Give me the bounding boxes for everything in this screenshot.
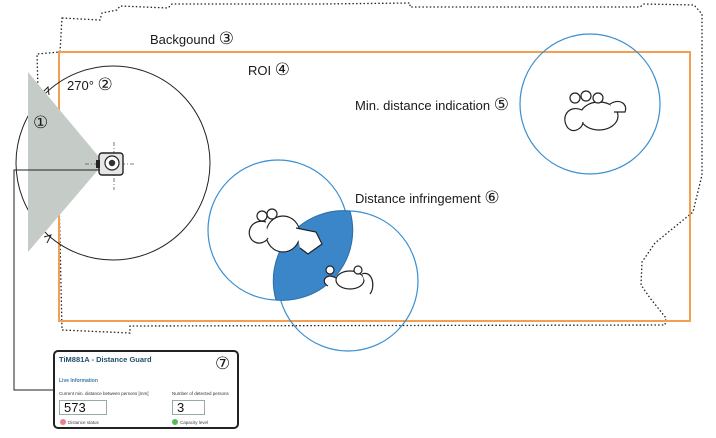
person-icon bbox=[248, 208, 323, 255]
panel-title: TiM881A - Distance Guard bbox=[59, 355, 152, 364]
background-number: ③ bbox=[218, 29, 234, 48]
capacity-level-dot bbox=[172, 419, 178, 425]
angle-label: 270° ② bbox=[67, 75, 113, 95]
field-of-view-circle bbox=[15, 65, 211, 261]
distance-guard-panel: TiM881A - Distance Guard ⑦ Live Informat… bbox=[53, 350, 239, 429]
panel-number: ⑦ bbox=[215, 354, 231, 373]
distance-caption: Current min. distance between persons [m… bbox=[59, 391, 149, 396]
roi-number: ④ bbox=[274, 60, 290, 79]
person-icon bbox=[323, 265, 374, 295]
distance-status-label: Distance status bbox=[68, 420, 99, 425]
distance-status-dot bbox=[60, 419, 66, 425]
angle-label-text: 270° bbox=[67, 78, 94, 93]
sensor-number: ① bbox=[33, 113, 49, 132]
distance-value-field: 573 bbox=[59, 400, 107, 415]
count-caption: Number of detected persons bbox=[172, 391, 229, 396]
infringement-label-text: Distance infringement bbox=[355, 191, 481, 206]
background-label: Backgound ③ bbox=[150, 29, 234, 49]
roi-rectangle bbox=[58, 51, 691, 322]
infringement-label: Distance infringement ⑥ bbox=[355, 188, 500, 208]
background-label-text: Backgound bbox=[150, 32, 216, 47]
min-distance-label: Min. distance indication ⑤ bbox=[355, 95, 509, 115]
live-information-heading: Live Information bbox=[59, 378, 98, 384]
min-distance-number: ⑤ bbox=[493, 95, 510, 114]
capacity-level-label: Capacity level bbox=[180, 420, 209, 425]
sensor-blind-wedge bbox=[28, 72, 104, 252]
angle-number: ② bbox=[97, 75, 113, 94]
infringement-number: ⑥ bbox=[484, 188, 500, 207]
roi-label: ROI ④ bbox=[248, 60, 290, 80]
sensor-icon bbox=[96, 152, 124, 176]
connection-line bbox=[13, 169, 100, 391]
count-value-field: 3 bbox=[172, 400, 205, 415]
fov-arrow-top bbox=[42, 85, 50, 96]
roi-label-text: ROI bbox=[248, 63, 272, 78]
person-icon bbox=[564, 90, 627, 132]
distance-circle-right bbox=[519, 33, 661, 175]
fov-arrow-bottom bbox=[43, 234, 52, 244]
min-distance-label-text: Min. distance indication bbox=[355, 98, 491, 113]
